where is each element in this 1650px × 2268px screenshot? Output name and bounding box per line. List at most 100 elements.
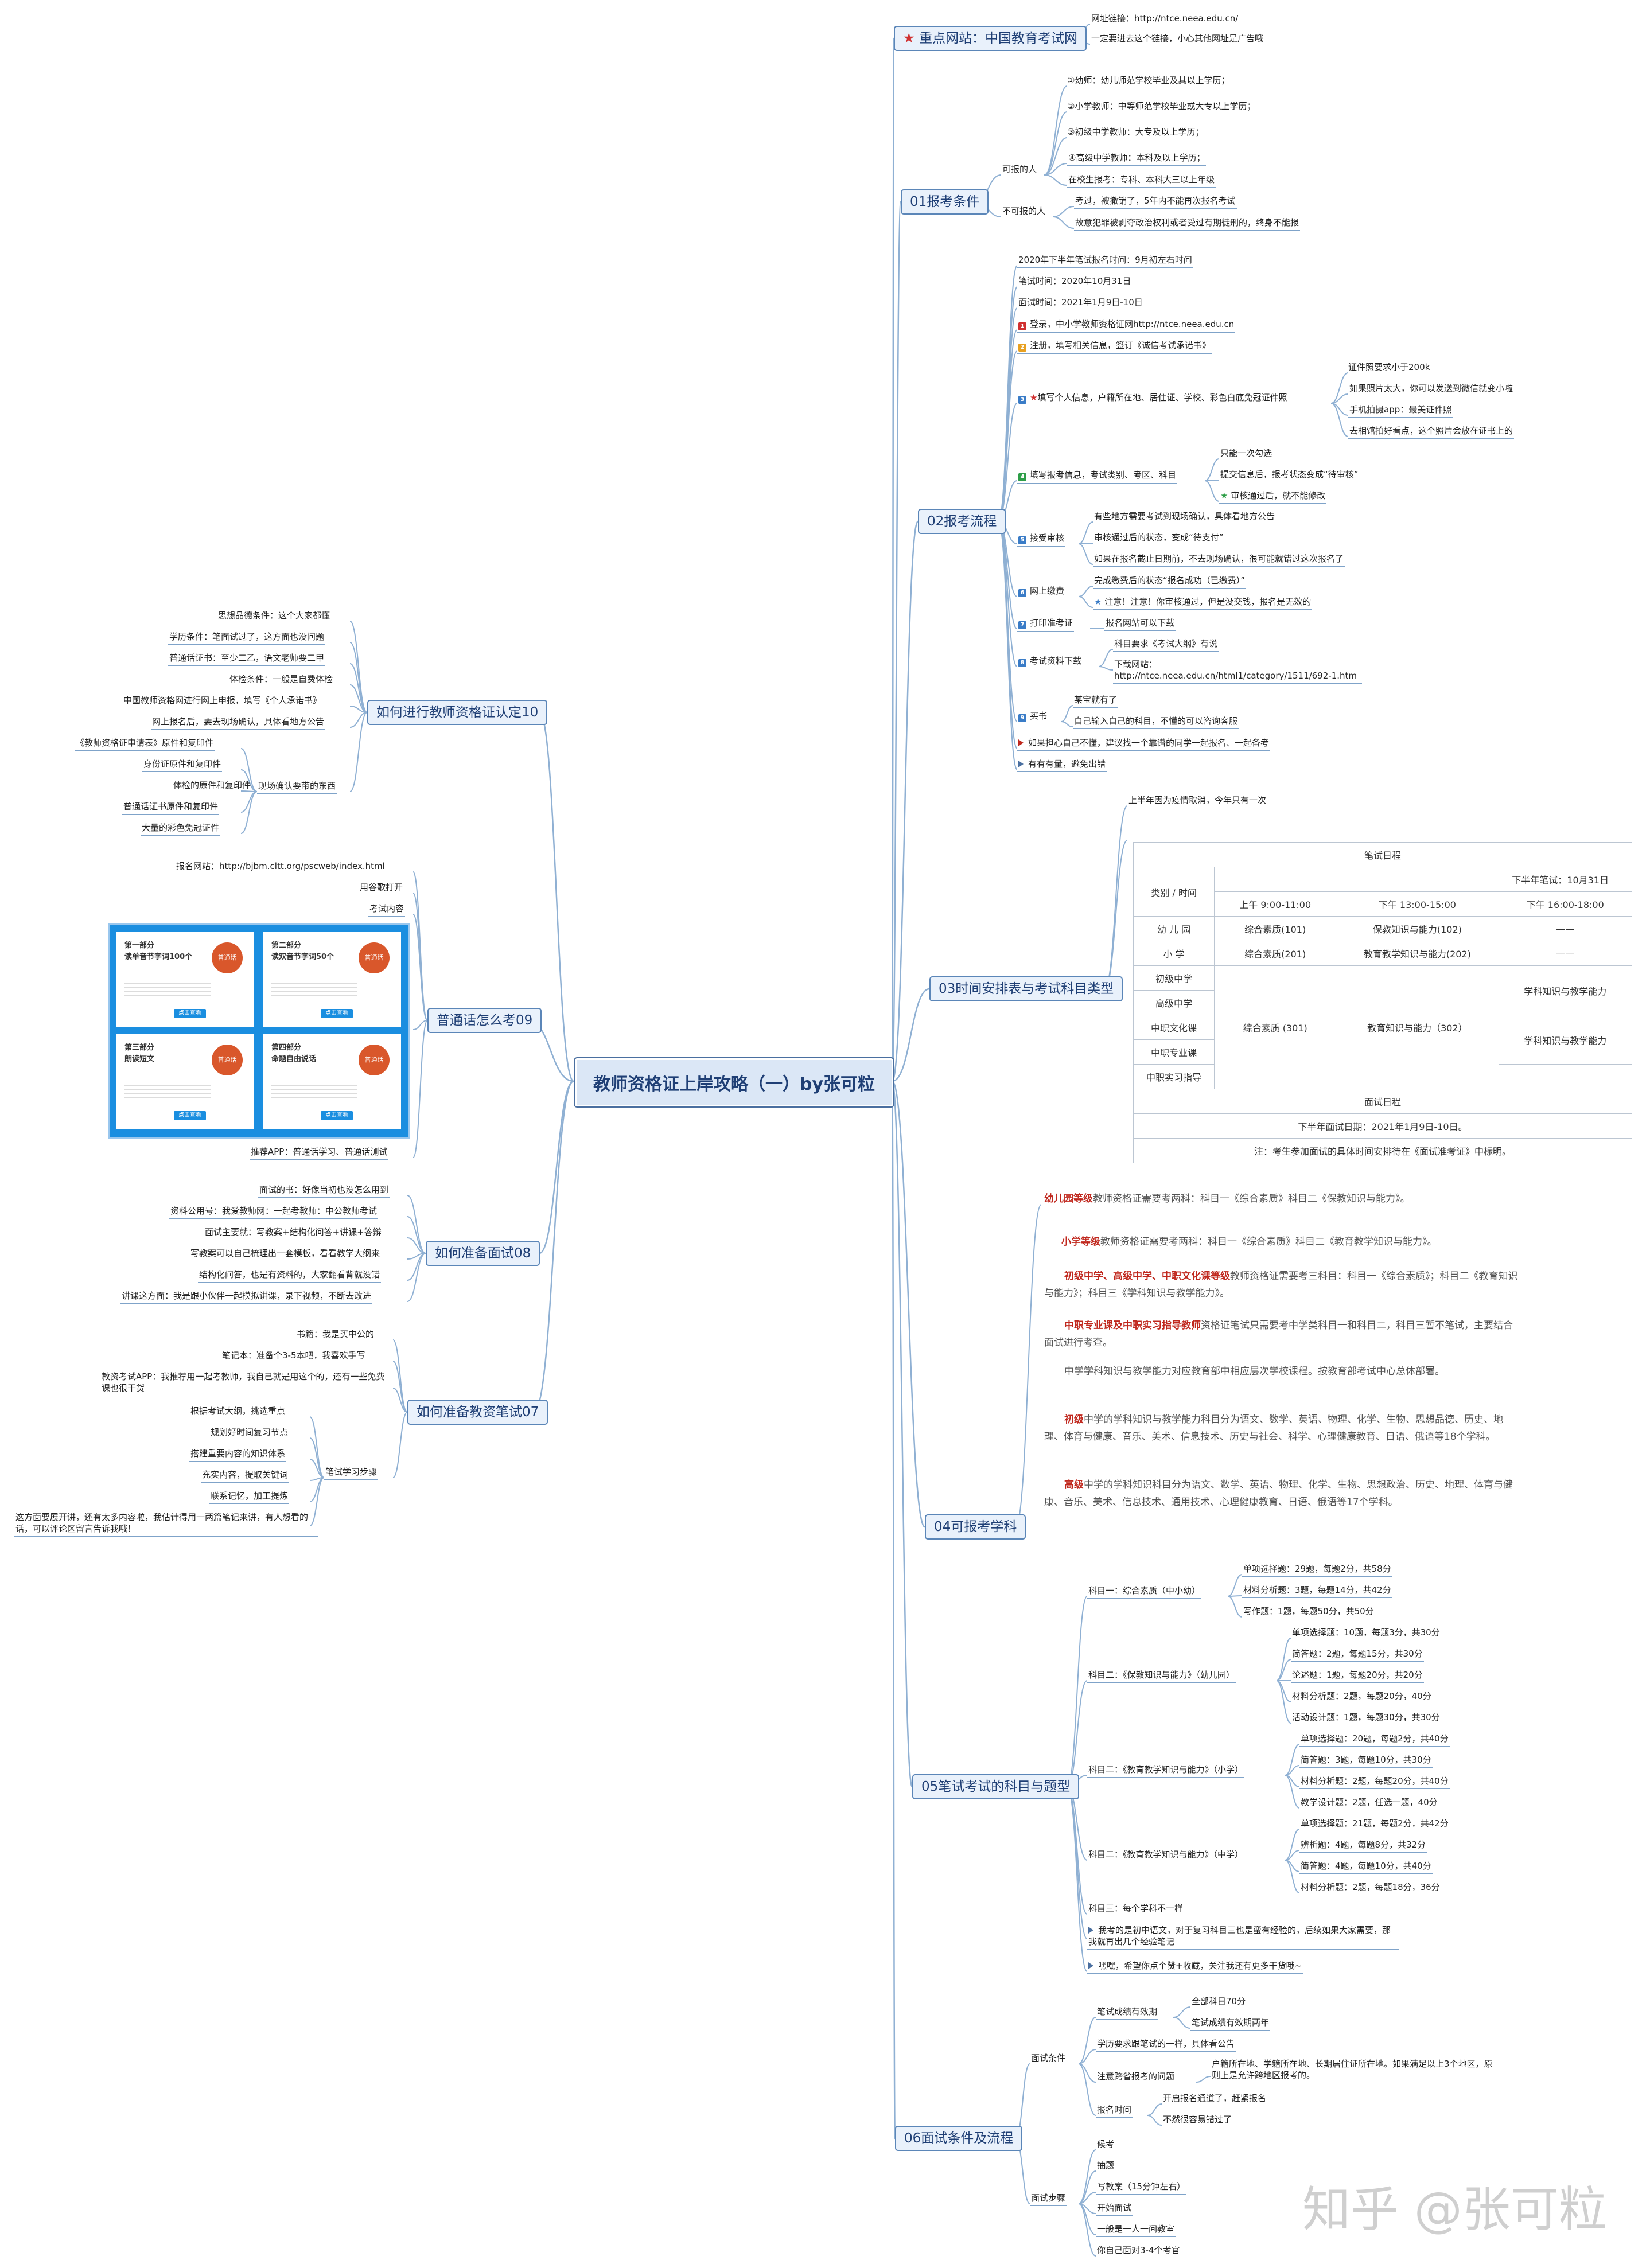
connector-line xyxy=(1044,85,1068,176)
connector-line xyxy=(1015,1204,1042,1527)
mandarin-link[interactable]: 报名网站：http://bjbm.cltt.org/pscweb/index.h… xyxy=(175,860,386,874)
study-step: 联系记忆，加工提炼 xyxy=(209,1490,290,1504)
branch-09-mandarin[interactable]: 普通话怎么考09 xyxy=(427,1008,542,1033)
flag-icon xyxy=(1018,739,1024,746)
study-steps-label: 笔试学习步骤 xyxy=(324,1466,379,1480)
photo-tip: 如果照片太大，你可以发送到微信就变小啦 xyxy=(1348,383,1515,396)
table-written-date: 下半年笔试：10月31日 xyxy=(1214,867,1632,892)
branch-05-written-types[interactable]: 05笔试考试的科目与题型 xyxy=(912,1774,1080,1799)
branch-04-subjects[interactable]: 04可报考学科 xyxy=(925,1514,1026,1540)
exam-part-card[interactable]: 第三部分朗读短文 普通话 点击查看 xyxy=(116,1034,254,1129)
connector-line xyxy=(349,684,368,713)
interview-step: 候考 xyxy=(1096,2138,1116,2152)
connector-line xyxy=(1098,649,1114,667)
can-item: ①幼师：幼儿师范学校毕业及其以上学历； xyxy=(1067,75,1230,85)
valid-item: 全部科目70分 xyxy=(1190,1996,1247,2009)
connector-line xyxy=(309,1477,325,1526)
table-header-written: 笔试日程 xyxy=(1133,842,1632,867)
interview-condition: 学历要求跟笔试的一样，具体看公告 xyxy=(1096,2038,1236,2052)
connector-line xyxy=(998,350,1018,522)
connector-line xyxy=(1330,403,1349,437)
valid-item: 笔试成绩有效期两年 xyxy=(1190,2017,1271,2031)
table-cell: 教育知识与能力（302） xyxy=(1336,965,1499,1089)
connector-line xyxy=(892,988,930,1082)
study-step: 规划好时间复习节点 xyxy=(209,1427,290,1440)
process-tip-care: 有有有量，避免出错 xyxy=(1017,758,1107,772)
subject-group: 科目二：《教育教学知识与能力》（小学） xyxy=(1087,1764,1245,1778)
materials-link[interactable]: 下载网站：http://ntce.neea.edu.cn/html1/categ… xyxy=(1113,658,1362,684)
branch-08-interview-prep[interactable]: 如何准备面试08 xyxy=(426,1241,540,1266)
subject-paragraph: 小学等级教师资格证需要考两科：科目一《综合素质》科目二《教育教学知识与能力》。 xyxy=(1061,1236,1437,1248)
zhihu-watermark: 知乎 @张可粒 xyxy=(1302,2181,1607,2238)
step-4-icon: 4 xyxy=(1018,473,1026,481)
subject-paragraph: 幼儿园等级教师资格证需要考两科：科目一《综合素质》科目二《保教知识与能力》。 xyxy=(1044,1193,1410,1205)
connector-line xyxy=(1285,1829,1300,1861)
connector-line xyxy=(1078,543,1093,544)
onsite-item: 体检的原件和复印件 xyxy=(172,780,252,793)
branch-06-interview[interactable]: 06面试条件及流程 xyxy=(895,2126,1023,2151)
interview-condition: 报名时间 xyxy=(1096,2104,1133,2118)
branch-label: 重点网站：中国教育考试网 xyxy=(919,31,1077,46)
connector-line xyxy=(538,711,575,1082)
connector-line xyxy=(1078,2203,1096,2257)
connector-line xyxy=(1173,2006,1191,2018)
interview-step: 开始面试 xyxy=(1096,2202,1133,2216)
connector-line xyxy=(891,520,919,1082)
star-icon: ★ xyxy=(1030,392,1038,403)
interview-prep-item: 面试的书：好像当初也没怎么用到 xyxy=(258,1184,390,1198)
connector-line xyxy=(1104,805,1128,989)
connector-line xyxy=(1078,2149,1096,2204)
connector-line xyxy=(1052,216,1075,229)
question-type: 简答题：2题，每题15分，共30分 xyxy=(1291,1648,1424,1662)
connector-line xyxy=(309,1459,325,1478)
cannot-item: 故意犯罪被剥夺政治权利或者受过有期徒刑的，终身不能报 xyxy=(1074,217,1301,231)
step-1-icon: 1 xyxy=(1018,322,1026,330)
step-3-icon: 3 xyxy=(1018,396,1026,404)
branch-03-schedule[interactable]: 03时间安排表与考试科目类型 xyxy=(929,976,1123,1001)
interview-prep-item: 结构化问答，也是有资料的，大家翻看背就没错 xyxy=(198,1269,382,1283)
exam-part-card[interactable]: 第一部分读单音节字词100个 普通话 点击查看 xyxy=(116,932,254,1027)
interview-step: 写教案（15分钟左右） xyxy=(1096,2181,1187,2195)
exam-part-card[interactable]: 第二部分读双音节字词50个 普通话 点击查看 xyxy=(263,932,401,1027)
mandarin-item: 考试内容 xyxy=(368,903,406,917)
branch-07-written-prep[interactable]: 如何准备教资笔试07 xyxy=(407,1400,548,1425)
branch-01-conditions[interactable]: 01报考条件 xyxy=(901,189,989,215)
cannot-apply-label: 不可报的人 xyxy=(1001,205,1047,219)
branch-02-process[interactable]: 02报考流程 xyxy=(918,509,1006,534)
flag-icon xyxy=(1088,1962,1093,1969)
onsite-item: 普通话证书原件和复印件 xyxy=(122,801,220,815)
apply-info-tip: 只能一次勾选 xyxy=(1219,447,1274,461)
connector-line xyxy=(1078,596,1093,608)
connector-line xyxy=(412,871,428,1021)
interview-step: 一般是一人一间教室 xyxy=(1096,2223,1176,2237)
connector-line xyxy=(349,712,368,728)
step-8-icon: 8 xyxy=(1018,659,1026,667)
photo-tip: 去相馆拍好看点，这个照片会放在证书上的 xyxy=(1348,425,1515,439)
root-topic[interactable]: 教师资格证上岸攻略（一）by张可粒 xyxy=(574,1057,894,1108)
branch-key-website[interactable]: ★ 重点网站：中国教育考试网 xyxy=(894,26,1087,51)
connector-line xyxy=(349,712,368,792)
connector-line xyxy=(891,1080,896,2140)
connector-line xyxy=(891,1080,926,1528)
connector-line xyxy=(891,1080,913,1788)
connector-line xyxy=(1173,2017,1191,2029)
exam-part-card[interactable]: 第四部分命题自由说话 普通话 点击查看 xyxy=(263,1034,401,1129)
step-9-icon: 9 xyxy=(1018,714,1026,722)
interview-condition-label: 面试条件 xyxy=(1030,2052,1067,2066)
apply-info-tip: ★ 审核通过后，就不能修改 xyxy=(1219,490,1327,504)
connector-line xyxy=(1067,1786,1088,1972)
connector-line xyxy=(1044,111,1068,176)
branch-10-certification[interactable]: 如何进行教师资格证认定10 xyxy=(367,700,548,725)
written-prep-note: 这方面要展开讲，还有太多内容啦，我估计得用一两篇笔记来讲，有人想看的话，可以评论… xyxy=(14,1511,318,1537)
interview-prep-item: 写教案可以自己梳理出一套模板，看看教学大纲来 xyxy=(189,1248,382,1261)
interview-prep-item: 讲课这方面：我是跟小伙伴一起模拟讲课，录下视频，不断去改进 xyxy=(120,1290,373,1304)
question-type: 单项选择题：21题，每题2分，共42分 xyxy=(1299,1818,1450,1831)
subject-group: 科目二：《教育教学知识与能力》（中学） xyxy=(1087,1849,1245,1862)
step-2-icon: 2 xyxy=(1018,344,1026,352)
connector-line xyxy=(1067,1786,1088,1939)
step-7-icon: 7 xyxy=(1018,621,1026,629)
connector-line xyxy=(1078,2049,1096,2064)
table-cell: 幼 儿 园 xyxy=(1133,916,1215,941)
